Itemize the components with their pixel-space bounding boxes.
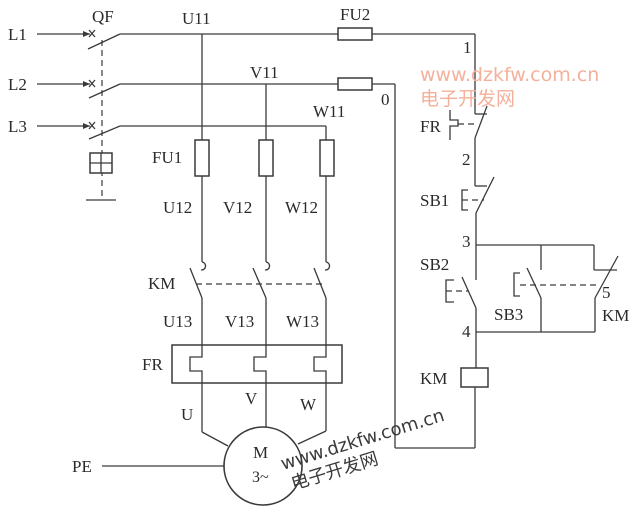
label-qf: QF	[92, 7, 114, 26]
watermark-name: 电子开发网	[420, 88, 515, 110]
label-node-5: 5	[602, 283, 611, 302]
input-lines	[37, 31, 90, 129]
label-node-3: 3	[462, 232, 471, 251]
label-w11: W11	[313, 102, 345, 121]
label-node-2: 2	[462, 150, 471, 169]
sb3-start-button	[513, 245, 597, 332]
contactor-km-main	[189, 261, 331, 299]
label-u13: U13	[163, 312, 192, 331]
label-fu2: FU2	[340, 5, 370, 24]
fuse-fu1-v	[258, 139, 274, 177]
sb1-stop-button	[461, 176, 495, 262]
fr-nc-contact	[449, 105, 488, 178]
label-v12: V12	[223, 198, 252, 217]
label-fr-contact: FR	[420, 117, 441, 136]
label-motor-type: 3~	[252, 469, 269, 486]
breaker-qf	[86, 29, 121, 201]
label-motor: M	[253, 443, 268, 462]
label-v11: V11	[250, 63, 279, 82]
fuse-fu2-2	[337, 77, 373, 91]
label-node-0: 0	[381, 90, 390, 109]
label-km-aux: KM	[602, 306, 629, 325]
watermark-url: www.dzkfw.com.cn	[420, 64, 599, 86]
label-v13: V13	[225, 312, 254, 331]
label-pe: PE	[72, 457, 92, 476]
label-w: W	[300, 395, 317, 414]
label-w12: W12	[285, 198, 318, 217]
label-w13: W13	[286, 312, 319, 331]
km-aux-contact	[593, 245, 619, 332]
label-v: V	[245, 389, 258, 408]
label-node-4: 4	[462, 322, 471, 341]
label-u11: U11	[182, 9, 211, 28]
label-l2: L2	[8, 75, 27, 94]
label-u12: U12	[163, 198, 192, 217]
label-l1: L1	[8, 25, 27, 44]
label-node-1: 1	[463, 38, 472, 57]
label-sb2: SB2	[420, 255, 449, 274]
label-l3: L3	[8, 117, 27, 136]
label-u: U	[181, 405, 193, 424]
label-km-main: KM	[148, 274, 175, 293]
label-km-coil: KM	[420, 369, 447, 388]
fuse-fu1-w	[319, 139, 335, 177]
thermal-relay-fr	[171, 344, 343, 384]
label-fu1: FU1	[152, 148, 182, 167]
fuse-fu2-1	[337, 27, 373, 41]
fuse-fu1-u	[194, 139, 210, 177]
km-coil	[460, 367, 489, 388]
label-fr-main: FR	[142, 355, 163, 374]
sb2-start-button	[445, 262, 477, 332]
label-sb1: SB1	[420, 191, 449, 210]
label-sb3: SB3	[494, 305, 523, 324]
